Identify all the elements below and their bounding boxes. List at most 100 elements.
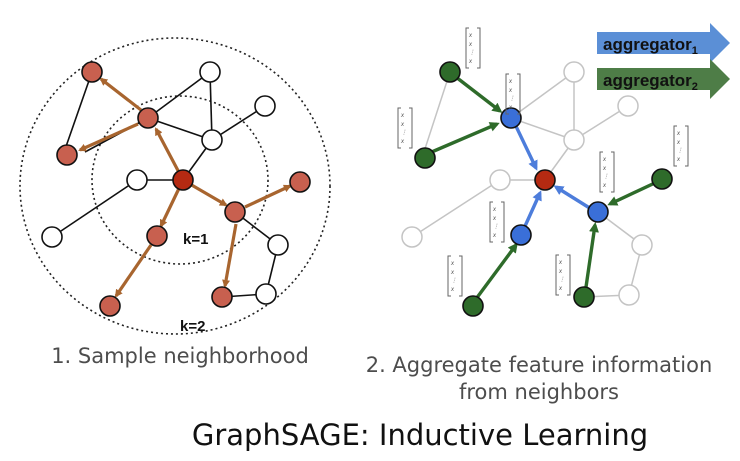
svg-text:x: x	[558, 260, 563, 266]
aggregate-caption: 2. Aggregate feature information from ne…	[358, 352, 720, 406]
background-node	[489, 169, 511, 191]
aggregator1-legend: aggregator1	[597, 23, 730, 63]
sampled-node	[137, 107, 159, 129]
svg-text:⋮: ⋮	[559, 276, 565, 283]
svg-text:x: x	[558, 269, 563, 275]
hop2-node	[414, 147, 436, 169]
hop1-node	[510, 224, 532, 246]
svg-text:x: x	[450, 287, 455, 293]
background-node	[401, 226, 423, 248]
sampled-node	[224, 201, 246, 223]
svg-text:x: x	[676, 157, 681, 163]
hop1-nodes	[500, 107, 609, 246]
svg-text:x: x	[508, 105, 513, 111]
hop1-node	[587, 201, 609, 223]
svg-text:x: x	[492, 216, 497, 222]
unsampled-node	[199, 61, 221, 83]
svg-text:x: x	[450, 261, 455, 267]
feature-vector: xx⋮x	[673, 125, 689, 167]
aggregator2-legend: aggregator2	[597, 59, 730, 99]
hop2-node	[573, 286, 595, 308]
svg-text:⋮: ⋮	[493, 223, 499, 230]
sampled-node	[99, 295, 121, 317]
feature-vector: xx⋮x	[465, 27, 481, 69]
hop1-node	[500, 107, 522, 129]
svg-text:x: x	[492, 233, 497, 239]
hop2-node	[651, 168, 673, 190]
k1-label: k=1	[183, 231, 208, 248]
svg-text:x: x	[508, 88, 513, 94]
unsampled-node	[255, 283, 277, 305]
feature-vector: xx⋮x	[397, 107, 413, 149]
hop2-node	[439, 61, 461, 83]
sampled-node	[211, 286, 233, 308]
svg-text:x: x	[400, 122, 405, 128]
sampled-node	[56, 144, 78, 166]
svg-text:x: x	[468, 42, 473, 48]
svg-text:⋮: ⋮	[509, 95, 515, 102]
unsampled-nodes	[41, 61, 289, 305]
svg-text:⋮: ⋮	[401, 129, 407, 136]
aggregator2-label: aggregator2	[603, 71, 698, 93]
target-node-aggregate	[534, 169, 556, 191]
sampled-node	[81, 61, 103, 83]
unsampled-node	[41, 226, 63, 248]
svg-text:x: x	[400, 139, 405, 145]
svg-text:⋮: ⋮	[677, 147, 683, 154]
aggregate-caption-line1: 2. Aggregate feature information	[365, 353, 713, 377]
sample-neighborhood-panel: k=1 k=2	[19, 37, 331, 335]
feature-vector: xx⋮x	[489, 201, 505, 243]
aggregator1-arrow	[597, 23, 730, 63]
slide-title: GraphSAGE: Inductive Learning	[191, 418, 649, 452]
background-node	[631, 234, 653, 256]
svg-text:x: x	[602, 183, 607, 189]
svg-text:x: x	[492, 207, 497, 213]
background-nodes	[401, 61, 653, 306]
outer-hop-circle	[19, 37, 331, 335]
svg-text:⋮: ⋮	[451, 277, 457, 284]
svg-text:x: x	[468, 59, 473, 65]
svg-text:x: x	[558, 286, 563, 292]
unsampled-node	[126, 169, 148, 191]
aggregate-panel: xx⋮xxx⋮xxx⋮xxx⋮xxx⋮xxx⋮xxx⋮xxx⋮x aggrega…	[397, 23, 730, 317]
aggregator-legend: aggregator1 aggregator2	[597, 23, 730, 99]
unsampled-node	[254, 95, 276, 117]
target-node	[172, 169, 194, 191]
svg-text:x: x	[676, 131, 681, 137]
aggregator1-label: aggregator1	[603, 35, 698, 57]
unsampled-edges	[51, 71, 279, 298]
svg-text:x: x	[400, 113, 405, 119]
background-node	[563, 61, 585, 83]
hop2-nodes	[414, 61, 673, 317]
unsampled-node	[267, 234, 289, 256]
sampled-node	[289, 171, 311, 193]
aggregate-caption-line2: from neighbors	[458, 380, 619, 404]
svg-text:x: x	[468, 33, 473, 39]
sample-neighborhood-caption: 1. Sample neighborhood	[51, 344, 309, 368]
sampled-nodes	[56, 61, 311, 317]
svg-text:x: x	[450, 270, 455, 276]
background-node	[618, 284, 640, 306]
svg-text:x: x	[508, 79, 513, 85]
svg-text:⋮: ⋮	[469, 49, 475, 56]
k2-label: k=2	[180, 318, 205, 335]
background-node	[617, 95, 639, 117]
svg-text:x: x	[676, 140, 681, 146]
unsampled-node	[201, 129, 223, 151]
aggregator2-edges	[426, 72, 660, 305]
background-edges	[411, 71, 643, 298]
sampled-node	[146, 225, 168, 247]
feature-vector: xx⋮x	[555, 254, 571, 296]
aggregator2-arrow	[597, 59, 730, 99]
feature-vector: xx⋮x	[447, 255, 463, 297]
inner-hop-circle	[91, 95, 269, 265]
svg-text:⋮: ⋮	[603, 173, 609, 180]
hop2-node	[462, 295, 484, 317]
feature-vectors: xx⋮xxx⋮xxx⋮xxx⋮xxx⋮xxx⋮xxx⋮xxx⋮x	[397, 27, 689, 297]
svg-text:x: x	[602, 166, 607, 172]
feature-vector: xx⋮x	[505, 73, 521, 115]
background-node	[563, 129, 585, 151]
svg-text:x: x	[602, 157, 607, 163]
feature-vector: xx⋮x	[599, 151, 615, 193]
